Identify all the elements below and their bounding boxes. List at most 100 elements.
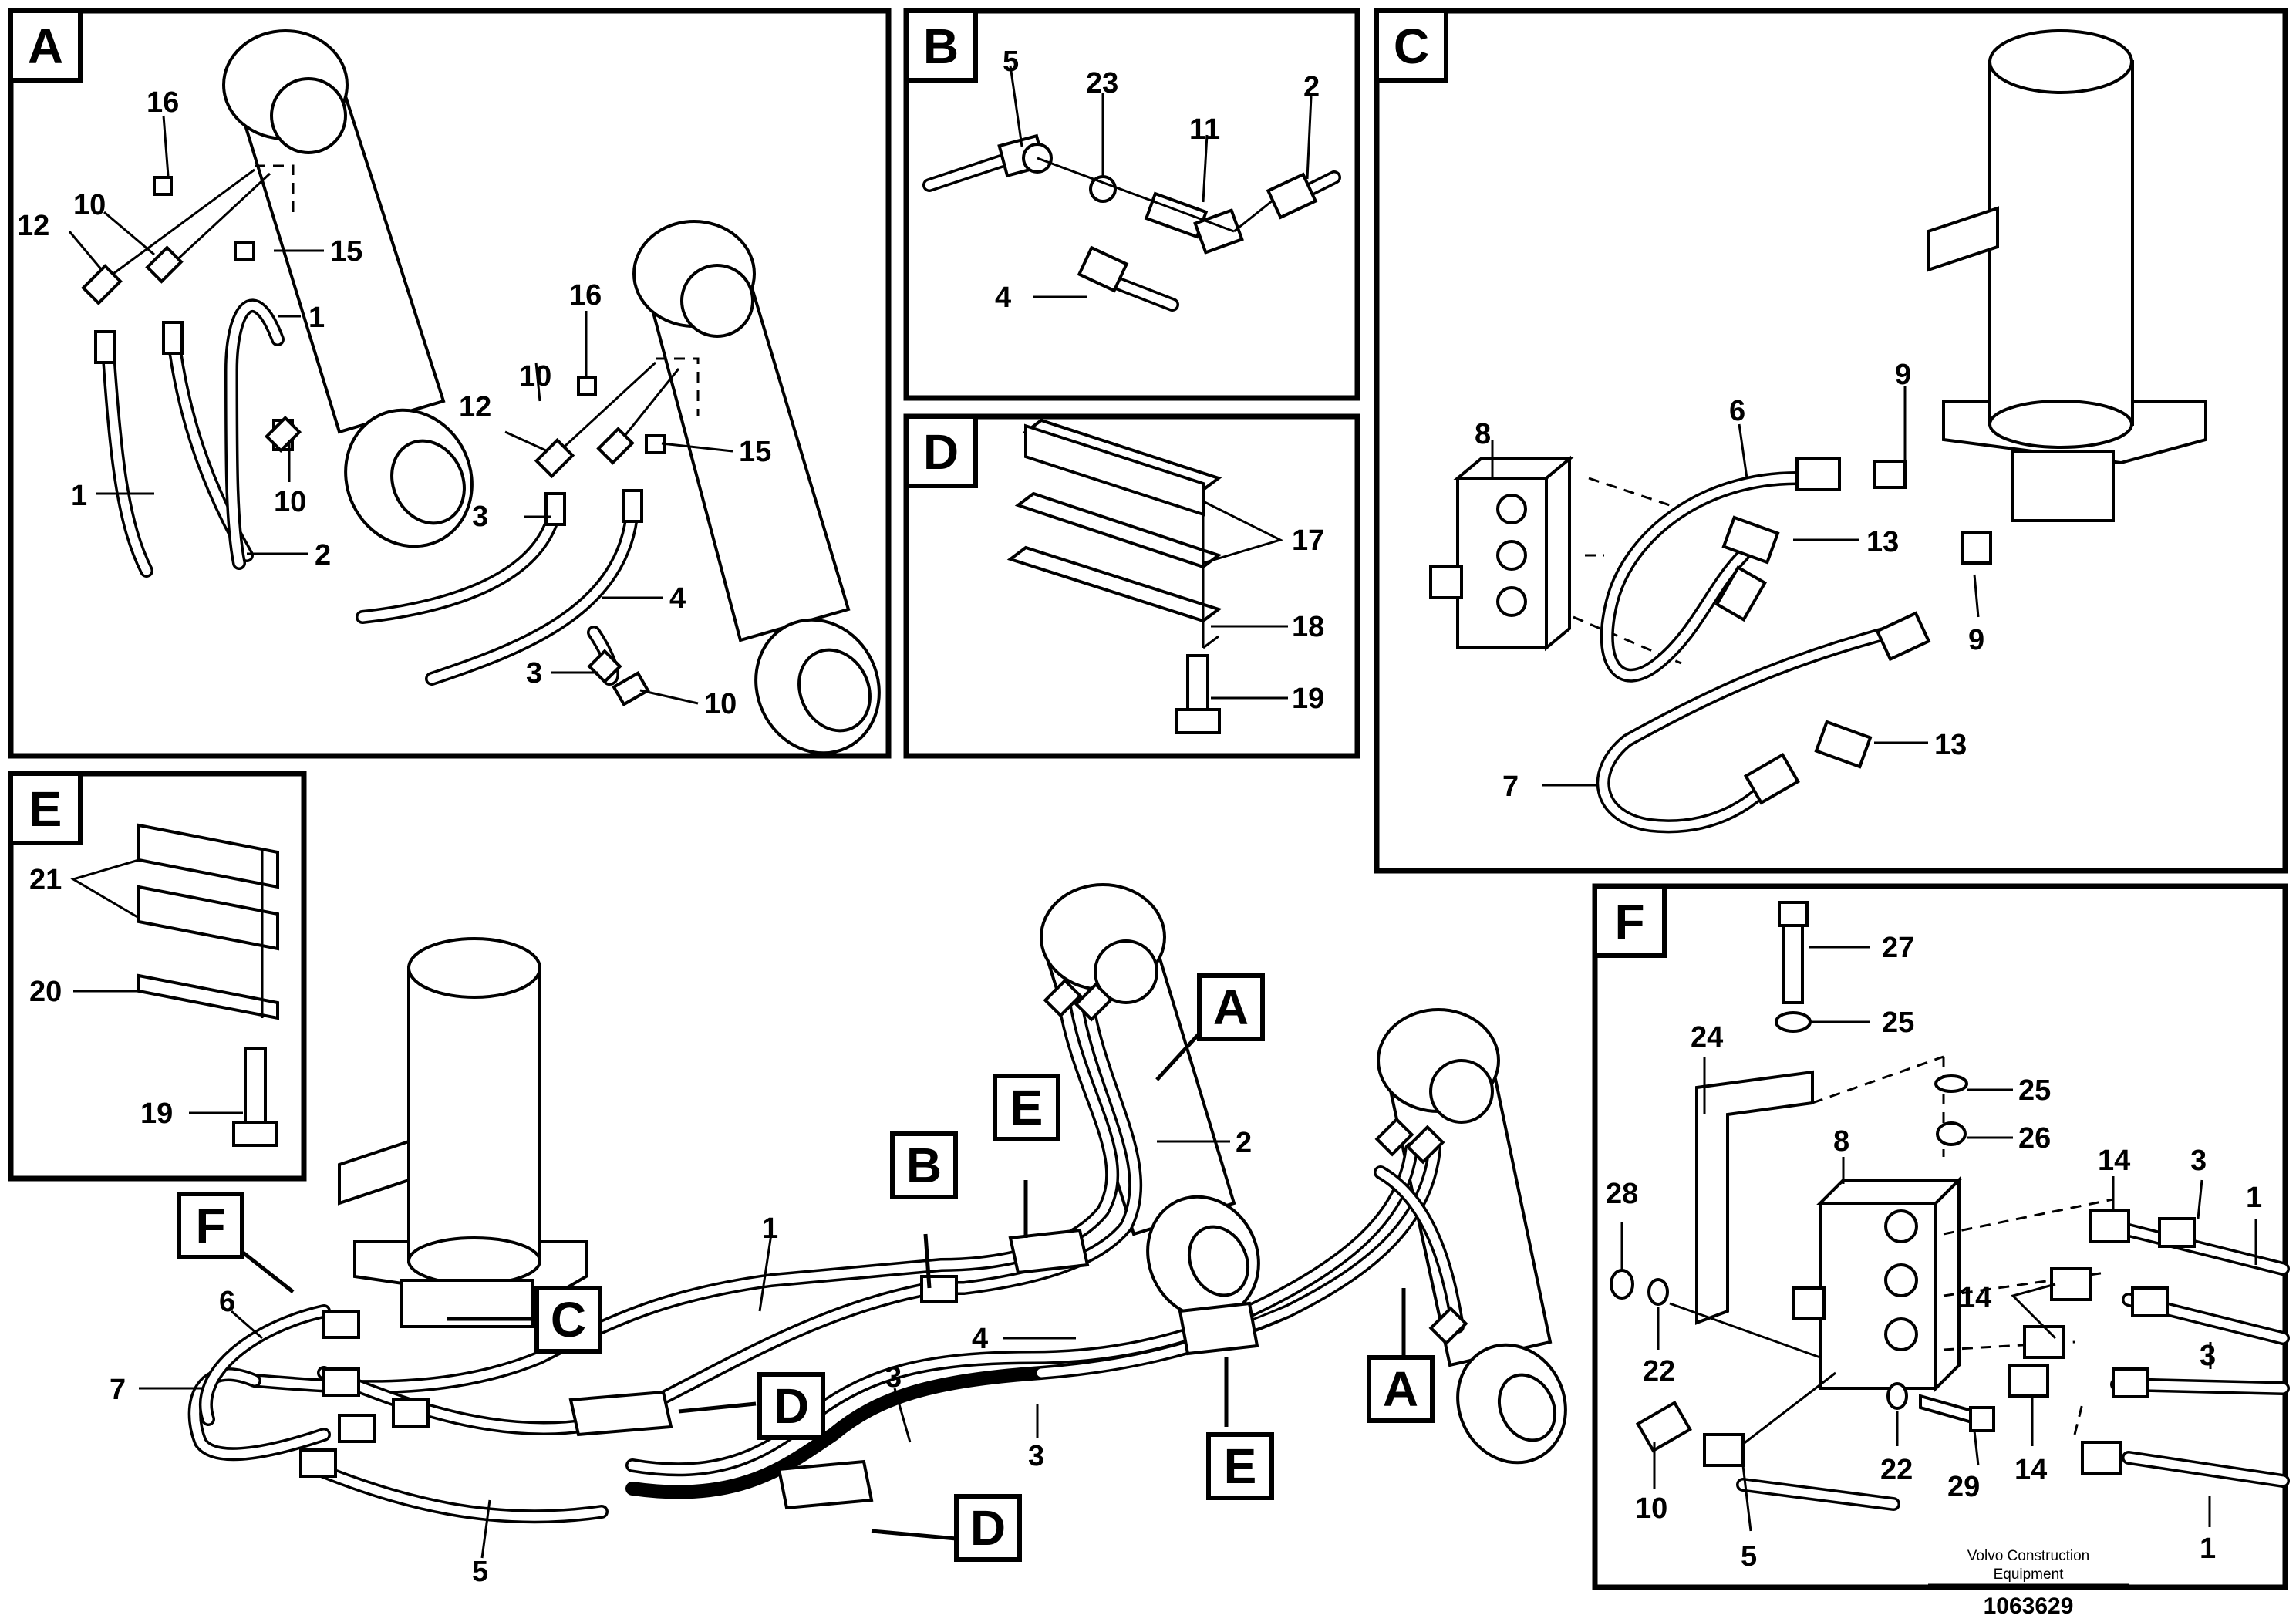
ref-e: E <box>1224 1438 1257 1494</box>
callout-21: 21 <box>29 864 62 896</box>
footer: Volvo Construction Equipment 1063629 <box>1928 1548 2129 1619</box>
panel-e-callouts: 21 20 19 <box>29 864 173 1130</box>
callout-5: 5 <box>472 1556 488 1588</box>
bolt <box>1775 901 1812 1033</box>
footer-company: Volvo Construction <box>1967 1548 2089 1564</box>
callout-17: 17 <box>1292 524 1324 557</box>
panel-c-label: C <box>1394 19 1429 74</box>
bolt <box>232 1047 278 1147</box>
callout-22: 22 <box>1880 1454 1913 1486</box>
callout-5: 5 <box>1003 46 1019 78</box>
callout-16: 16 <box>569 279 602 312</box>
fittings <box>997 133 1318 293</box>
panel-b-label: B <box>923 19 959 74</box>
callout-1: 1 <box>71 480 87 512</box>
callout-25: 25 <box>2018 1074 2051 1107</box>
callout-11: 11 <box>1189 113 1220 146</box>
callout-3: 3 <box>2200 1340 2216 1372</box>
ref-a: A <box>1213 980 1249 1035</box>
callout-10: 10 <box>1635 1492 1667 1525</box>
reference-pointers <box>238 1032 1406 1541</box>
hose-clamp-assembly <box>1006 418 1222 649</box>
callout-3: 3 <box>472 501 488 533</box>
mounting-bracket <box>1695 1070 1814 1325</box>
panel-e-leaders <box>70 858 243 1114</box>
callout-6: 6 <box>219 1286 235 1318</box>
hydraulic-cylinder-3 <box>1040 883 1260 1320</box>
fittings <box>81 176 666 706</box>
panel-f: F <box>1592 883 2290 1590</box>
callout-7: 7 <box>110 1374 126 1406</box>
document-number: 1063629 <box>1984 1593 2074 1619</box>
ref-e: E <box>1010 1080 1043 1135</box>
callout-12: 12 <box>17 210 49 242</box>
panel-f-label: F <box>1614 894 1644 949</box>
washers <box>1610 1074 1968 1410</box>
callout-10: 10 <box>274 486 306 518</box>
hose-clamp-assembly <box>137 823 279 1020</box>
steel-pipe <box>107 168 271 279</box>
panel-f-leaders <box>1620 946 2257 1532</box>
panel-d-label: D <box>923 424 959 480</box>
swivel-column <box>338 937 588 1328</box>
hydraulic-cylinder-2 <box>632 220 881 755</box>
callout-8: 8 <box>1475 418 1491 450</box>
callout-29: 29 <box>1947 1471 1980 1503</box>
panel-b-callouts: 5 23 11 2 4 <box>995 46 1320 314</box>
fittings <box>1714 457 1992 805</box>
callout-4: 4 <box>972 1323 988 1355</box>
callout-9: 9 <box>1895 359 1911 391</box>
bolt <box>1919 1394 1995 1432</box>
callout-4: 4 <box>669 582 686 615</box>
reference-tags: A A B C D D E E F <box>177 973 1435 1562</box>
swivel-column <box>1927 29 2207 522</box>
callout-13: 13 <box>1866 526 1899 558</box>
panel-e: E 21 20 19 <box>8 771 307 1182</box>
ref-c: C <box>551 1292 586 1347</box>
panel-d-callouts: 17 18 19 <box>1292 524 1324 715</box>
panel-c: C <box>1374 8 2288 874</box>
panel-a: A <box>8 8 892 759</box>
callout-20: 20 <box>29 976 62 1008</box>
callout-14: 14 <box>2098 1145 2130 1177</box>
fittings <box>1635 1209 2196 1475</box>
callout-10: 10 <box>73 189 106 221</box>
callout-3: 3 <box>885 1361 902 1394</box>
callout-8: 8 <box>1833 1125 1849 1158</box>
callout-2: 2 <box>1236 1127 1252 1159</box>
callout-7: 7 <box>1502 771 1519 803</box>
bolt <box>1175 654 1221 734</box>
callout-3: 3 <box>1028 1440 1044 1472</box>
callout-27: 27 <box>1882 932 1914 964</box>
callout-6: 6 <box>1729 395 1745 427</box>
ref-b: B <box>906 1138 942 1193</box>
callout-22: 22 <box>1643 1355 1675 1388</box>
callout-1: 1 <box>308 302 325 334</box>
callout-3: 3 <box>2190 1145 2207 1177</box>
callout-26: 26 <box>2018 1122 2051 1155</box>
callout-24: 24 <box>1691 1021 1723 1054</box>
panel-c-leaders <box>1491 386 1980 787</box>
hose-clamps <box>568 1228 1259 1510</box>
main-assembly: A A B C D D E E F <box>110 883 1567 1588</box>
callout-23: 23 <box>1086 67 1118 99</box>
main-callouts: 1 2 6 7 4 3 3 5 <box>110 1127 1252 1588</box>
callout-4: 4 <box>995 282 1011 314</box>
callout-3: 3 <box>526 657 542 690</box>
callout-1: 1 <box>2200 1533 2216 1565</box>
callout-14: 14 <box>2014 1454 2047 1486</box>
callout-19: 19 <box>140 1098 173 1130</box>
callout-13: 13 <box>1934 729 1967 761</box>
ref-f: F <box>195 1198 225 1253</box>
ref-d: D <box>774 1378 809 1434</box>
panel-b: B 5 23 11 2 4 <box>903 8 1360 401</box>
main-leaders <box>139 1140 1230 1559</box>
valve-block <box>1792 1176 1963 1392</box>
panel-a-leaders <box>68 115 733 705</box>
callout-10: 10 <box>704 688 737 720</box>
panel-d: D 17 18 19 <box>903 413 1360 759</box>
callout-5: 5 <box>1741 1540 1757 1573</box>
callout-16: 16 <box>147 86 179 119</box>
callout-1: 1 <box>2246 1182 2262 1214</box>
panel-b-leaders <box>1009 65 1313 298</box>
